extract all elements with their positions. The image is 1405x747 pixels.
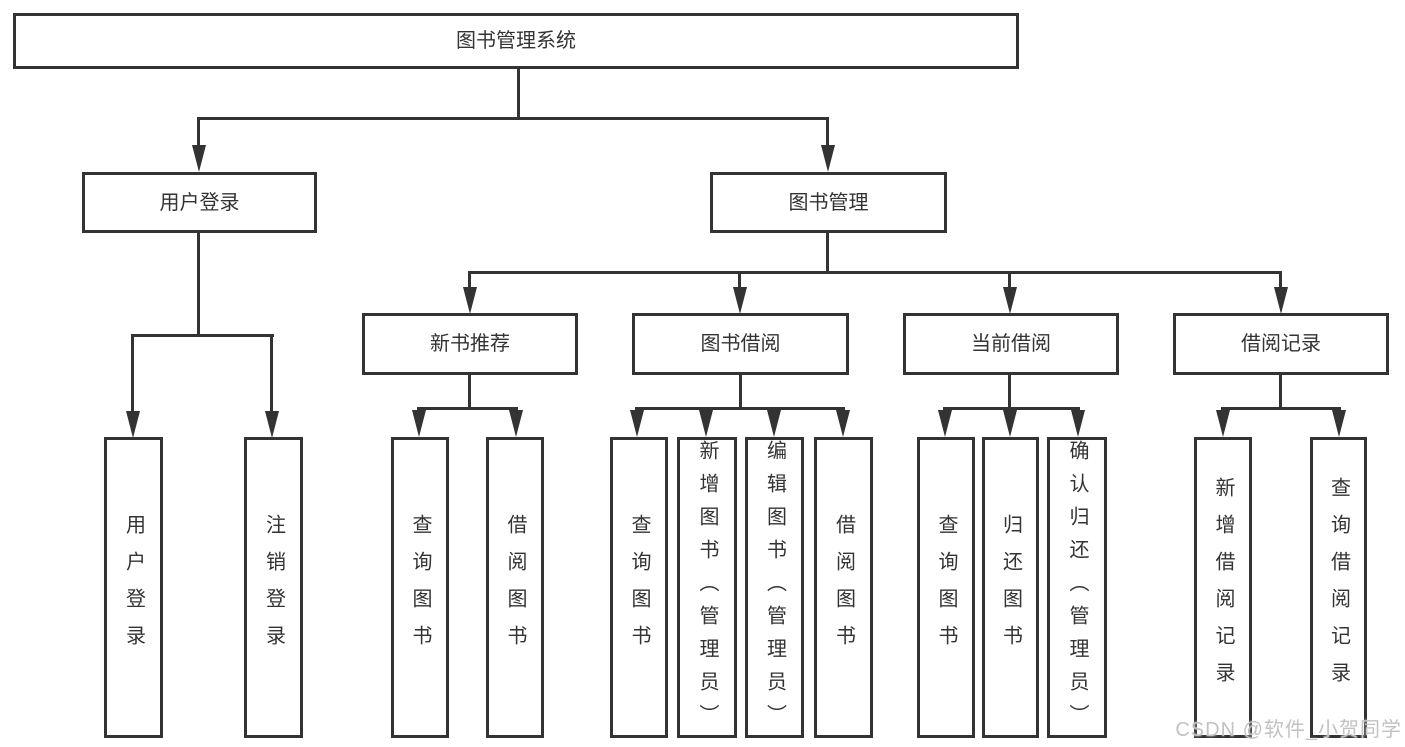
connector-drop-user-login [197,117,200,146]
arrowhead-current-borrow [1003,287,1017,314]
arrowhead-bb-add [699,410,713,437]
leaf-bb-edit-books-admin: 编辑图书（管理员） [745,437,804,738]
arrowhead-ul-login [126,411,140,438]
node-new-book-rec: 新书推荐 [362,313,578,375]
arrowhead-br-add [1216,410,1230,437]
arrowhead-user-login [192,145,206,172]
arrowhead-bb-borrow [836,410,850,437]
connector-book-borrow-stub [739,374,742,410]
leaf-cb-return-books: 归还图书 [982,437,1039,738]
arrowhead-cb-query [938,410,952,437]
connector-root-stub [517,69,520,119]
leaf-bb-query-books: 查询图书 [610,437,668,738]
arrowhead-cb-return [1003,410,1017,437]
connector-current-borrow-stub [1008,374,1011,410]
connector-drop-current-borrow [1008,271,1011,291]
arrowhead-bb-edit [767,410,781,437]
arrowhead-book-borrow [733,287,747,314]
arrowhead-book-mgmt [821,145,835,172]
node-root: 图书管理系统 [13,13,1019,69]
leaf-br-query-record: 查询借阅记录 [1310,437,1367,738]
node-borrow-records: 借阅记录 [1173,313,1389,375]
leaf-bb-borrow-books: 借阅图书 [814,437,873,738]
arrowhead-nb-query [412,410,426,437]
arrowhead-new-book [463,287,477,314]
node-user-login-label: 用户登录 [159,191,240,214]
connector-level3-hline [468,271,1282,274]
leaf-br-add-record: 新增借阅记录 [1194,437,1252,738]
leaf-nb-borrow-books: 借阅图书 [486,437,544,738]
leaf-bb-add-books-admin: 新增图书（管理员） [677,437,737,738]
node-current-borrow-label: 当前借阅 [971,333,1051,355]
csdn-watermark: CSDN @软件_小贺同学 [1175,719,1402,741]
connector-drop-book-mgmt [826,117,829,146]
node-user-login: 用户登录 [82,172,317,233]
arrowhead-nb-borrow [509,410,523,437]
node-book-borrow: 图书借阅 [632,313,849,375]
connector-user-login-hline [131,334,274,337]
connector-new-book-stub [468,374,471,410]
connector-borrow-records-hline [1221,407,1341,410]
connector-user-login-stub [197,232,200,336]
node-new-book-rec-label: 新书推荐 [430,333,510,355]
connector-book-borrow-hline [635,407,845,410]
connector-current-borrow-hline [943,407,1080,410]
leaf-nb-query-books: 查询图书 [391,437,449,738]
leaf-user-login: 用户登录 [104,437,163,738]
connector-drop-ul-login [131,334,134,414]
arrowhead-ul-logout [265,411,279,438]
leaf-logout: 注销登录 [244,437,303,738]
node-borrow-records-label: 借阅记录 [1241,333,1321,355]
node-book-mgmt: 图书管理 [710,172,947,233]
node-root-label: 图书管理系统 [456,30,576,52]
connector-drop-borrow-records [1279,271,1282,291]
node-book-mgmt-label: 图书管理 [788,191,869,214]
node-book-borrow-label: 图书借阅 [700,333,781,355]
connector-level2-hline [197,117,829,120]
leaf-cb-query-books: 查询图书 [917,437,975,738]
arrowhead-borrow-records [1274,287,1288,314]
node-current-borrow: 当前借阅 [903,313,1119,375]
connector-drop-book-borrow [738,271,741,291]
connector-borrow-records-stub [1279,374,1282,410]
connector-drop-new-book [468,271,471,291]
leaf-cb-confirm-return-admin: 确认归还（管理员） [1047,437,1107,738]
connector-new-book-hline [417,407,518,410]
connector-drop-ul-logout [270,334,273,414]
arrowhead-cb-confirm [1071,410,1085,437]
arrowhead-br-query [1332,410,1346,437]
arrowhead-bb-query [630,410,644,437]
connector-book-mgmt-stub [826,232,829,274]
